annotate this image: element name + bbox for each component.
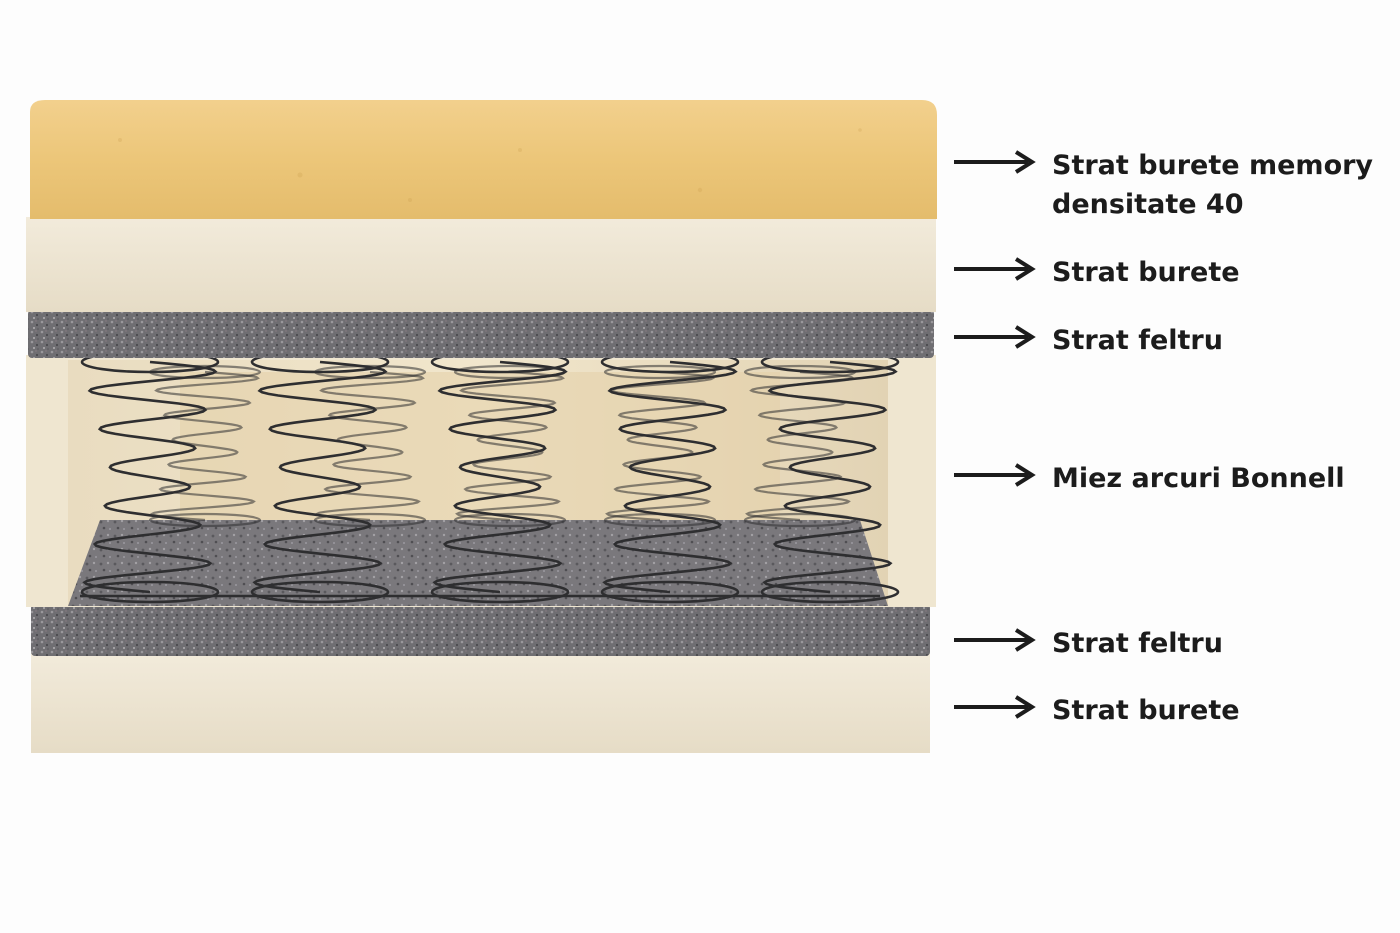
spring-coil (432, 360, 568, 594)
memory-foam-layer (30, 100, 937, 219)
spring-ring (453, 512, 567, 528)
label-text: Strat feltru (1052, 325, 1223, 356)
felt-layer-bottom (31, 604, 930, 656)
arrow-right-icon (954, 150, 1036, 174)
label-foam-bottom: Strat burete (954, 691, 1397, 730)
spring-ring (148, 512, 262, 528)
arrow-right-icon (954, 695, 1036, 719)
label-text: Strat feltru (1052, 628, 1223, 659)
arrow-right-icon (954, 628, 1036, 652)
arrow-right-icon (954, 325, 1036, 349)
label-felt-bottom: Strat feltru (954, 624, 1397, 663)
label-memory-foam: Strat burete memory densitate 40 (954, 146, 1397, 224)
label-foam-top: Strat burete (954, 253, 1397, 292)
label-text: Strat burete (1052, 695, 1240, 726)
label-felt-top: Strat feltru (954, 321, 1397, 360)
label-text: Strat burete memory densitate 40 (1052, 150, 1374, 220)
mattress-cross-section (26, 100, 937, 753)
spring-coil (252, 360, 388, 594)
spring-coil-back (605, 370, 715, 522)
label-text: Miez arcuri Bonnell (1052, 463, 1345, 494)
arrow-right-icon (954, 463, 1036, 487)
spring-ring (250, 580, 390, 604)
foam-layer-bottom (31, 652, 930, 753)
label-text: Strat burete (1052, 257, 1240, 288)
spring-coil-back (315, 370, 425, 522)
spring-ring (600, 580, 740, 604)
spring-coil (602, 360, 738, 594)
spring-ring (80, 580, 220, 604)
spring-coil-back (150, 370, 260, 522)
bonnell-springs (80, 350, 900, 604)
label-spring-core: Miez arcuri Bonnell (954, 459, 1397, 498)
spring-ring (430, 580, 570, 604)
arrow-right-icon (954, 257, 1036, 281)
spring-ring (760, 580, 900, 604)
felt-layer-top (28, 310, 934, 358)
spring-coil (762, 360, 898, 594)
spring-ring (743, 512, 857, 528)
spring-ring (603, 364, 717, 380)
spring-coil (82, 360, 218, 594)
foam-layer-top (26, 217, 936, 312)
